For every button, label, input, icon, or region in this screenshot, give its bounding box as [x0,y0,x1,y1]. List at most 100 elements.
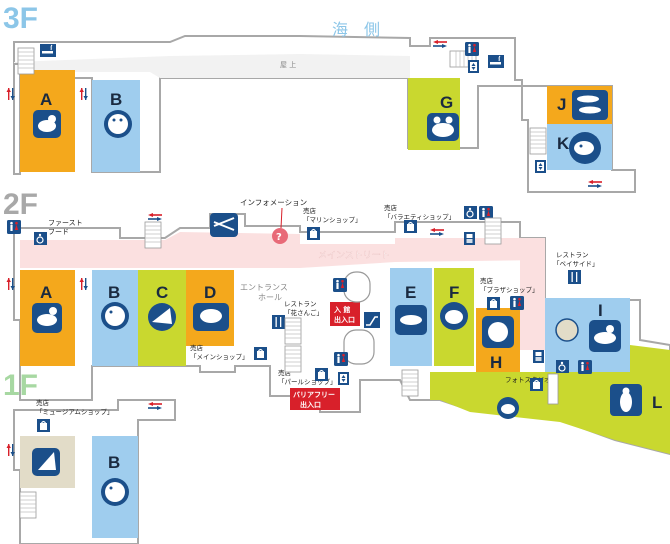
fish-pair-icon [572,90,608,120]
svg-text:?: ? [276,232,282,243]
zone-label-2f-c: C [156,283,168,302]
penguin-icon [610,384,642,416]
phone-icon-2f [464,232,475,245]
zone-label-2f-i: I [598,301,603,320]
barrier-free-label-2: 出入口 [300,400,321,409]
restaurant-hanasango-label: レストラン [284,300,317,308]
floor-label-1f: 1F [3,369,38,402]
sea-lion-icon [32,303,62,333]
information-label: インフォメーション [240,198,307,207]
restaurant-bayside-label-2: 「ベイサイド」 [553,260,599,268]
restroom-icon-2f-east [510,296,524,310]
zone-2f-i [545,298,630,372]
sea-side-label: 海 側 [332,20,380,39]
main-shop-icon[interactable] [253,346,268,361]
plaza-shop-label: 売店 [480,276,494,285]
entrance-badge[interactable]: 入 館 出入口 [330,302,360,326]
wheelchair-icon-2f-north [463,205,478,220]
floor-1f: 1F B 売店 「ミュージアムショップ」 [3,369,176,544]
rooftop-label: 屋 上 [280,60,296,69]
main-shop-label-2: 「メインショップ」 [190,353,249,361]
restaurant-icon-bayside[interactable] [568,270,581,284]
pearl-shop-icon[interactable] [314,367,329,382]
elevator-icon-3f-k [535,160,546,173]
zone-label-1f-b: B [108,453,120,472]
smoking-area-icon [39,43,57,58]
entrance-label: 入 館 [333,305,350,314]
zone-label-2f-a: A [40,283,52,302]
up-down-arrows-icon-2f-west [148,213,162,221]
restroom-icon-2f-south [578,360,592,374]
main-shop-label: 売店 [190,343,204,352]
zone-label-2f-h: H [490,353,502,372]
stairs-2f-south [401,369,419,397]
smoking-area-icon-east [487,54,505,69]
escalator-arrows-icon-3f-b [79,88,88,100]
marine-shop-icon[interactable] [306,226,321,241]
restaurant-icon-hanasango[interactable] [272,315,285,329]
pearl-shop-label: 売店 [278,368,292,377]
jellyfish-icon [555,318,579,342]
zone-label-3f-k: K [557,134,570,153]
restroom-icon-2f-west [7,220,21,234]
stairs-3f-k [529,127,547,155]
wheelchair-icon-2f-east [555,359,570,374]
restroom-icon-2f-entrance [333,278,347,292]
stairs-2f-west [144,221,162,249]
marine-shop-label: 売店 [303,206,317,215]
wheelchair-icon-2f-west [33,231,48,246]
turtle-icon [440,302,468,330]
restaurant-hanasango-label-2: 「花さんご」 [284,308,323,317]
seal-face-icon-2f [101,302,129,330]
floor-3f: 3F A B G J K 海 側 屋 上 [3,2,636,193]
marine-shop-label-2: 「マリンショップ」 [303,216,362,224]
barrier-free-label: バリアフリー [293,391,335,399]
stairs-2f-north [484,217,502,245]
plaza-shop-icon[interactable] [486,296,501,311]
zone-label-2f-d: D [204,283,216,302]
fish-icon [569,132,601,164]
information-icon[interactable]: ? [272,228,288,244]
variety-shop-label: 売店 [384,203,398,212]
pearl-shop-label-2: 「パールショップ」 [278,378,337,386]
seal-pup-icon [589,320,621,352]
floor-2f: 2F メインストリート A B C D E F H I L [3,188,670,456]
photo-studio-stairs [547,373,559,405]
stairs-2f-center [284,317,302,345]
elevator-icon-2f-center [338,372,349,385]
restroom-icon-2f-center [334,352,348,366]
seal-icon [33,110,61,138]
lower-rotunda [343,329,375,365]
stairs-2f-center-south [284,345,302,373]
elevator-icon-3f [468,60,479,73]
fast-food-label: ファースト [48,219,83,227]
plaza-shop-label-2: 「プラザショップ」 [480,286,539,294]
zone-label-2f-b: B [108,283,120,302]
zone-label-2f-l: L [652,393,662,412]
lobster-icon [210,213,238,237]
restaurant-bayside-label: レストラン [556,251,589,259]
main-street-label: メインストリート [318,251,390,261]
shell-icon-1f [32,448,60,476]
fast-food-label-2: フード [48,228,69,236]
museum-shop-label: 売店 [36,398,50,407]
seal-face-icon-1f [101,478,129,506]
variety-shop-icon[interactable] [403,219,418,234]
dolphin-icon [395,305,427,335]
crab-icon [497,397,519,419]
shell-icon [148,303,176,331]
photo-studio-label: フォトスタジオ [505,375,551,384]
frog-icon [427,113,459,141]
entrance-label-2: 出入口 [334,315,355,324]
museum-shop-icon[interactable] [36,418,51,433]
entrance-hall-label-2: ホール [258,293,282,302]
phone-icon-2f-east [533,350,544,363]
floor-label-2f: 2F [3,188,38,221]
entrance-hall-label: エントランス [240,283,288,292]
stairs-1f [19,491,37,519]
photo-studio-icon[interactable] [529,377,544,392]
zone-label-2f-e: E [405,283,416,302]
escalator-icon-2f [363,311,381,329]
barrier-free-entrance-badge[interactable]: バリアフリー 出入口 [290,388,340,410]
